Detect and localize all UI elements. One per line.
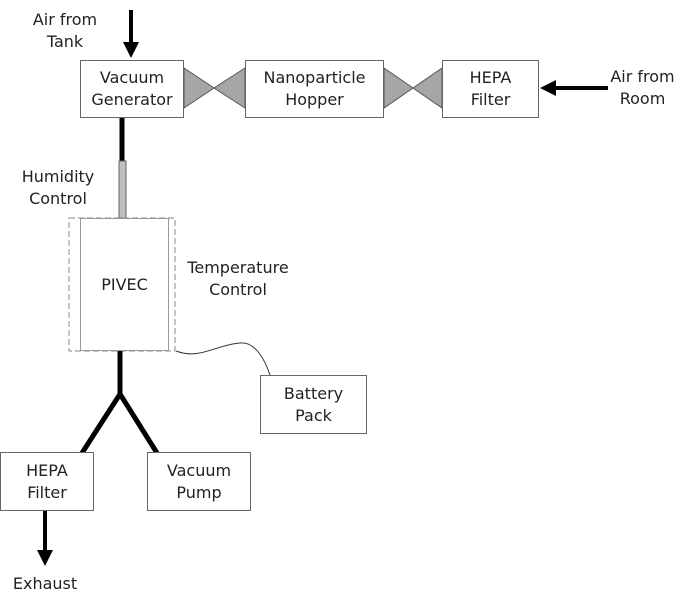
hepa-filter-top-box: HEPA Filter [442,60,539,118]
temperature-control-label: Temperature Control [187,258,289,299]
valve-2 [383,67,443,109]
air-from-tank-label: Air from Tank [32,10,98,51]
vacuum-generator-box: Vacuum Generator [80,60,184,118]
nanoparticle-hopper-box: Nanoparticle Hopper [245,60,384,118]
air-from-room-label: Air from Room [610,67,675,108]
valve-1 [183,67,246,109]
split-line [79,389,160,455]
battery-pack-box: Battery Pack [260,375,367,434]
vacuum-pump-box: Vacuum Pump [147,452,251,511]
pivec-box: PIVEC [80,218,169,351]
battery-wire [175,342,271,376]
exhaust-label: Exhaust [12,574,78,593]
humidity-tube [118,160,127,219]
hepa-filter-bottom-box: HEPA Filter [0,452,94,511]
humidity-control-label: Humidity Control [21,167,95,208]
